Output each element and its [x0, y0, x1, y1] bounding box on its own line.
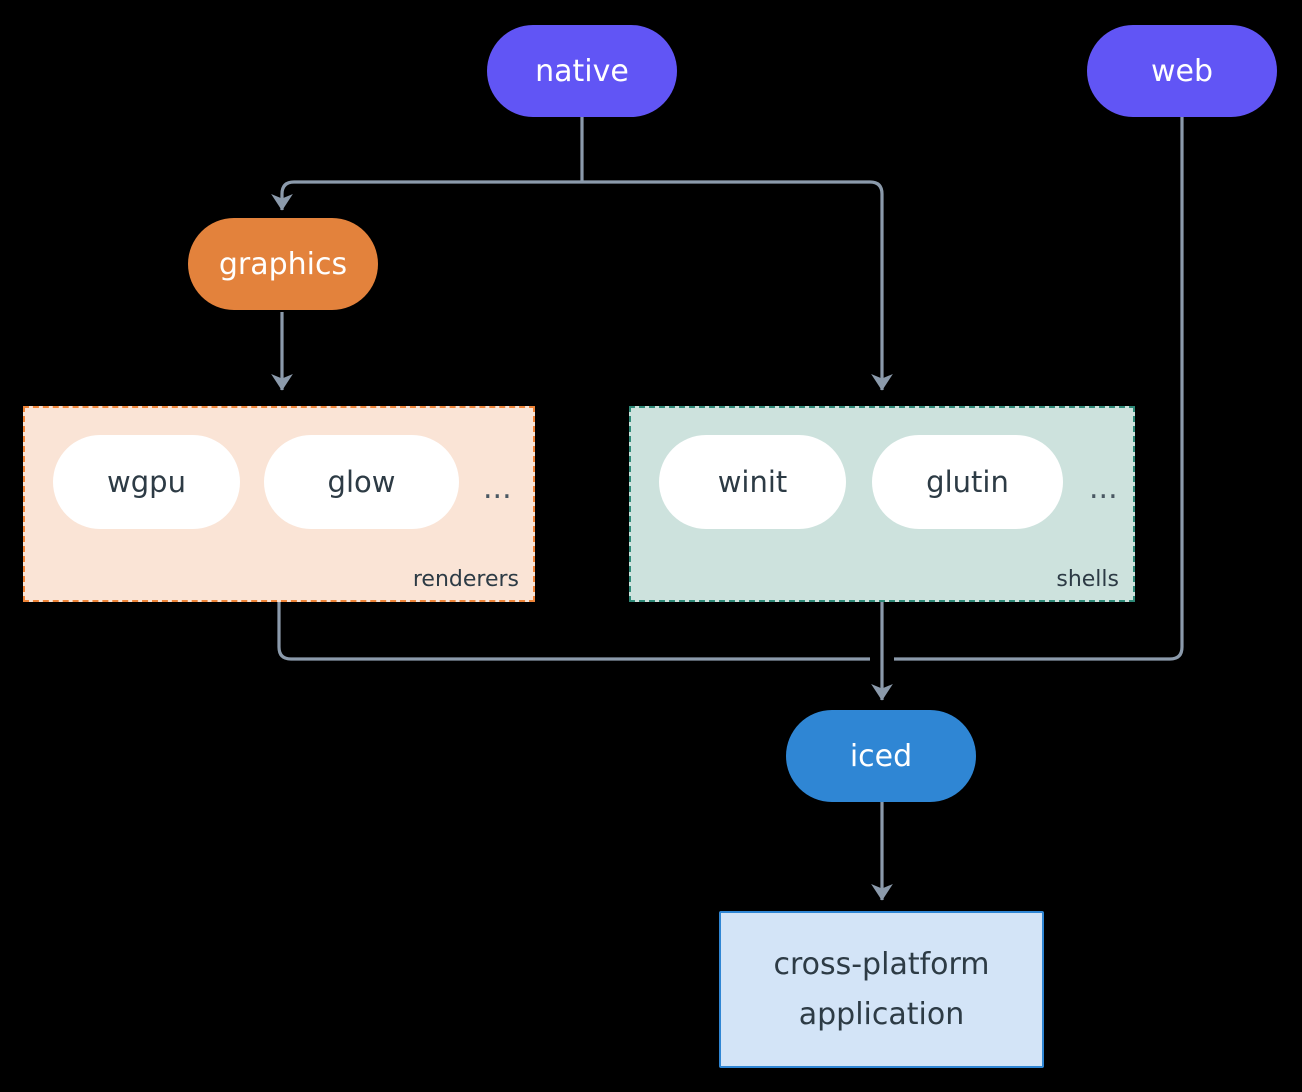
group-renderers-label: renderers — [412, 567, 519, 592]
node-iced[interactable]: iced — [786, 710, 976, 802]
leaf-winit[interactable]: winit — [659, 435, 846, 529]
node-iced-label: iced — [849, 738, 913, 774]
shells-overflow-ellipsis: ... — [1089, 471, 1118, 506]
node-application[interactable]: cross-platform application — [719, 911, 1044, 1068]
edge-native-to-shells — [582, 180, 893, 391]
node-graphics[interactable]: graphics — [188, 218, 378, 310]
renderers-overflow-ellipsis: ... — [483, 471, 512, 506]
node-web-label: web — [1150, 53, 1214, 89]
edge-native-to-graphics — [271, 180, 582, 211]
node-application-label-line1: cross-platform — [773, 947, 990, 982]
leaf-glutin[interactable]: glutin — [872, 435, 1063, 529]
node-graphics-label: graphics — [218, 246, 348, 282]
leaf-winit-label: winit — [717, 465, 788, 499]
leaf-glutin-label: glutin — [926, 465, 1009, 499]
edge-renderers-to-iced — [277, 602, 870, 661]
group-renderers[interactable]: wgpu glow ... renderers — [23, 406, 535, 602]
node-native-label: native — [535, 53, 629, 89]
node-application-label-line2: application — [798, 996, 965, 1032]
leaf-glow[interactable]: glow — [264, 435, 459, 529]
group-shells[interactable]: winit glutin ... shells — [629, 406, 1135, 602]
leaf-wgpu-label: wgpu — [107, 465, 186, 499]
node-native[interactable]: native — [487, 25, 677, 117]
group-shells-label: shells — [1056, 567, 1119, 592]
leaf-glow-label: glow — [327, 465, 396, 499]
node-web[interactable]: web — [1087, 25, 1277, 117]
leaf-wgpu[interactable]: wgpu — [53, 435, 240, 529]
